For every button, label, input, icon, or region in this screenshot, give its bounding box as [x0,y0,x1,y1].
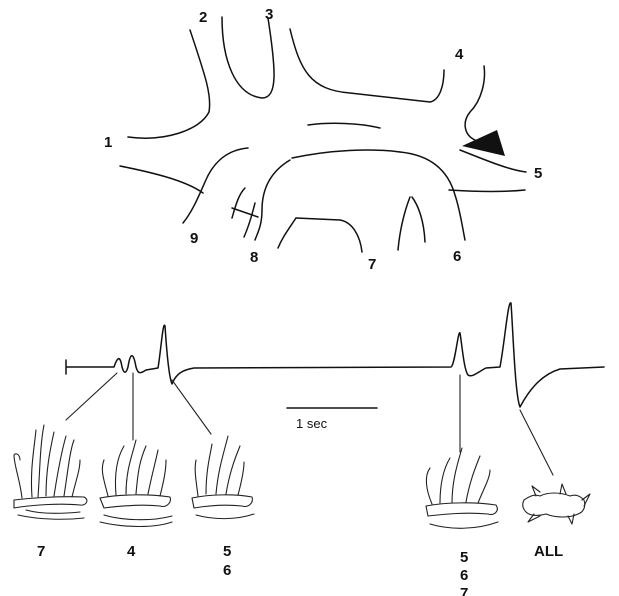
branch-8-outer-outline [255,160,290,240]
branch-label-3: 3 [265,6,273,23]
cell-label-5-6-line1: 5 [223,543,231,560]
cell-label-5-6-line2: 6 [223,562,231,579]
branch-3-outline [290,29,444,102]
cell-label-5-6-7-line3: 7 [460,585,468,596]
branch-6-inner-outline [412,197,425,242]
branch-5-lower-outline [449,190,525,192]
branch-6-outer-outline [400,152,465,240]
body-inner-stroke [308,123,380,128]
cell-label-5-6-7-line1: 5 [460,549,468,566]
cell-label-7: 7 [37,543,45,560]
branch-1-upper-outline [128,30,210,138]
cell-drawing-all [523,484,590,524]
branch-label-2: 2 [199,9,207,26]
voltage-trace-line [66,303,604,407]
branch-label-1: 1 [104,134,112,151]
branch-label-5: 5 [534,165,542,182]
branch-5-upper-outline [460,150,526,172]
cell-drawing-5-6 [192,436,254,519]
branch-7-left-outline [278,218,296,248]
branch-8-inner-outline [244,203,255,237]
recording-trace: 1 sec [66,303,604,475]
branch-4-outline [465,66,484,140]
cell-drawing-4 [100,440,172,527]
branch-6-left-outline [398,197,410,250]
junction-diagram: 1 2 3 4 5 6 7 8 9 [104,6,542,273]
cell-label-4: 4 [127,543,136,560]
branch-label-8: 8 [250,249,258,266]
branch-9-inner-outline [232,188,245,218]
cell-label-all: ALL [534,543,563,560]
branch-7-outline [296,218,362,252]
branch-label-6: 6 [453,248,461,265]
branch-2-outline [222,17,274,98]
leader-line-all [520,410,553,475]
branch-1-lower-outline [120,166,203,193]
cell-drawing-5-6-7 [426,448,498,528]
branch-label-4: 4 [455,46,464,63]
time-scale-label: 1 sec [296,416,328,431]
cell-label-5-6-7-line2: 6 [460,567,468,584]
branch-label-7: 7 [368,256,376,273]
branch-9-outer-outline [183,148,248,223]
leader-line-7 [66,373,117,420]
branch-label-9: 9 [190,230,198,247]
body-lower-outline [292,150,400,158]
cell-drawing-7 [14,425,87,519]
leader-line-5-6 [172,380,211,434]
